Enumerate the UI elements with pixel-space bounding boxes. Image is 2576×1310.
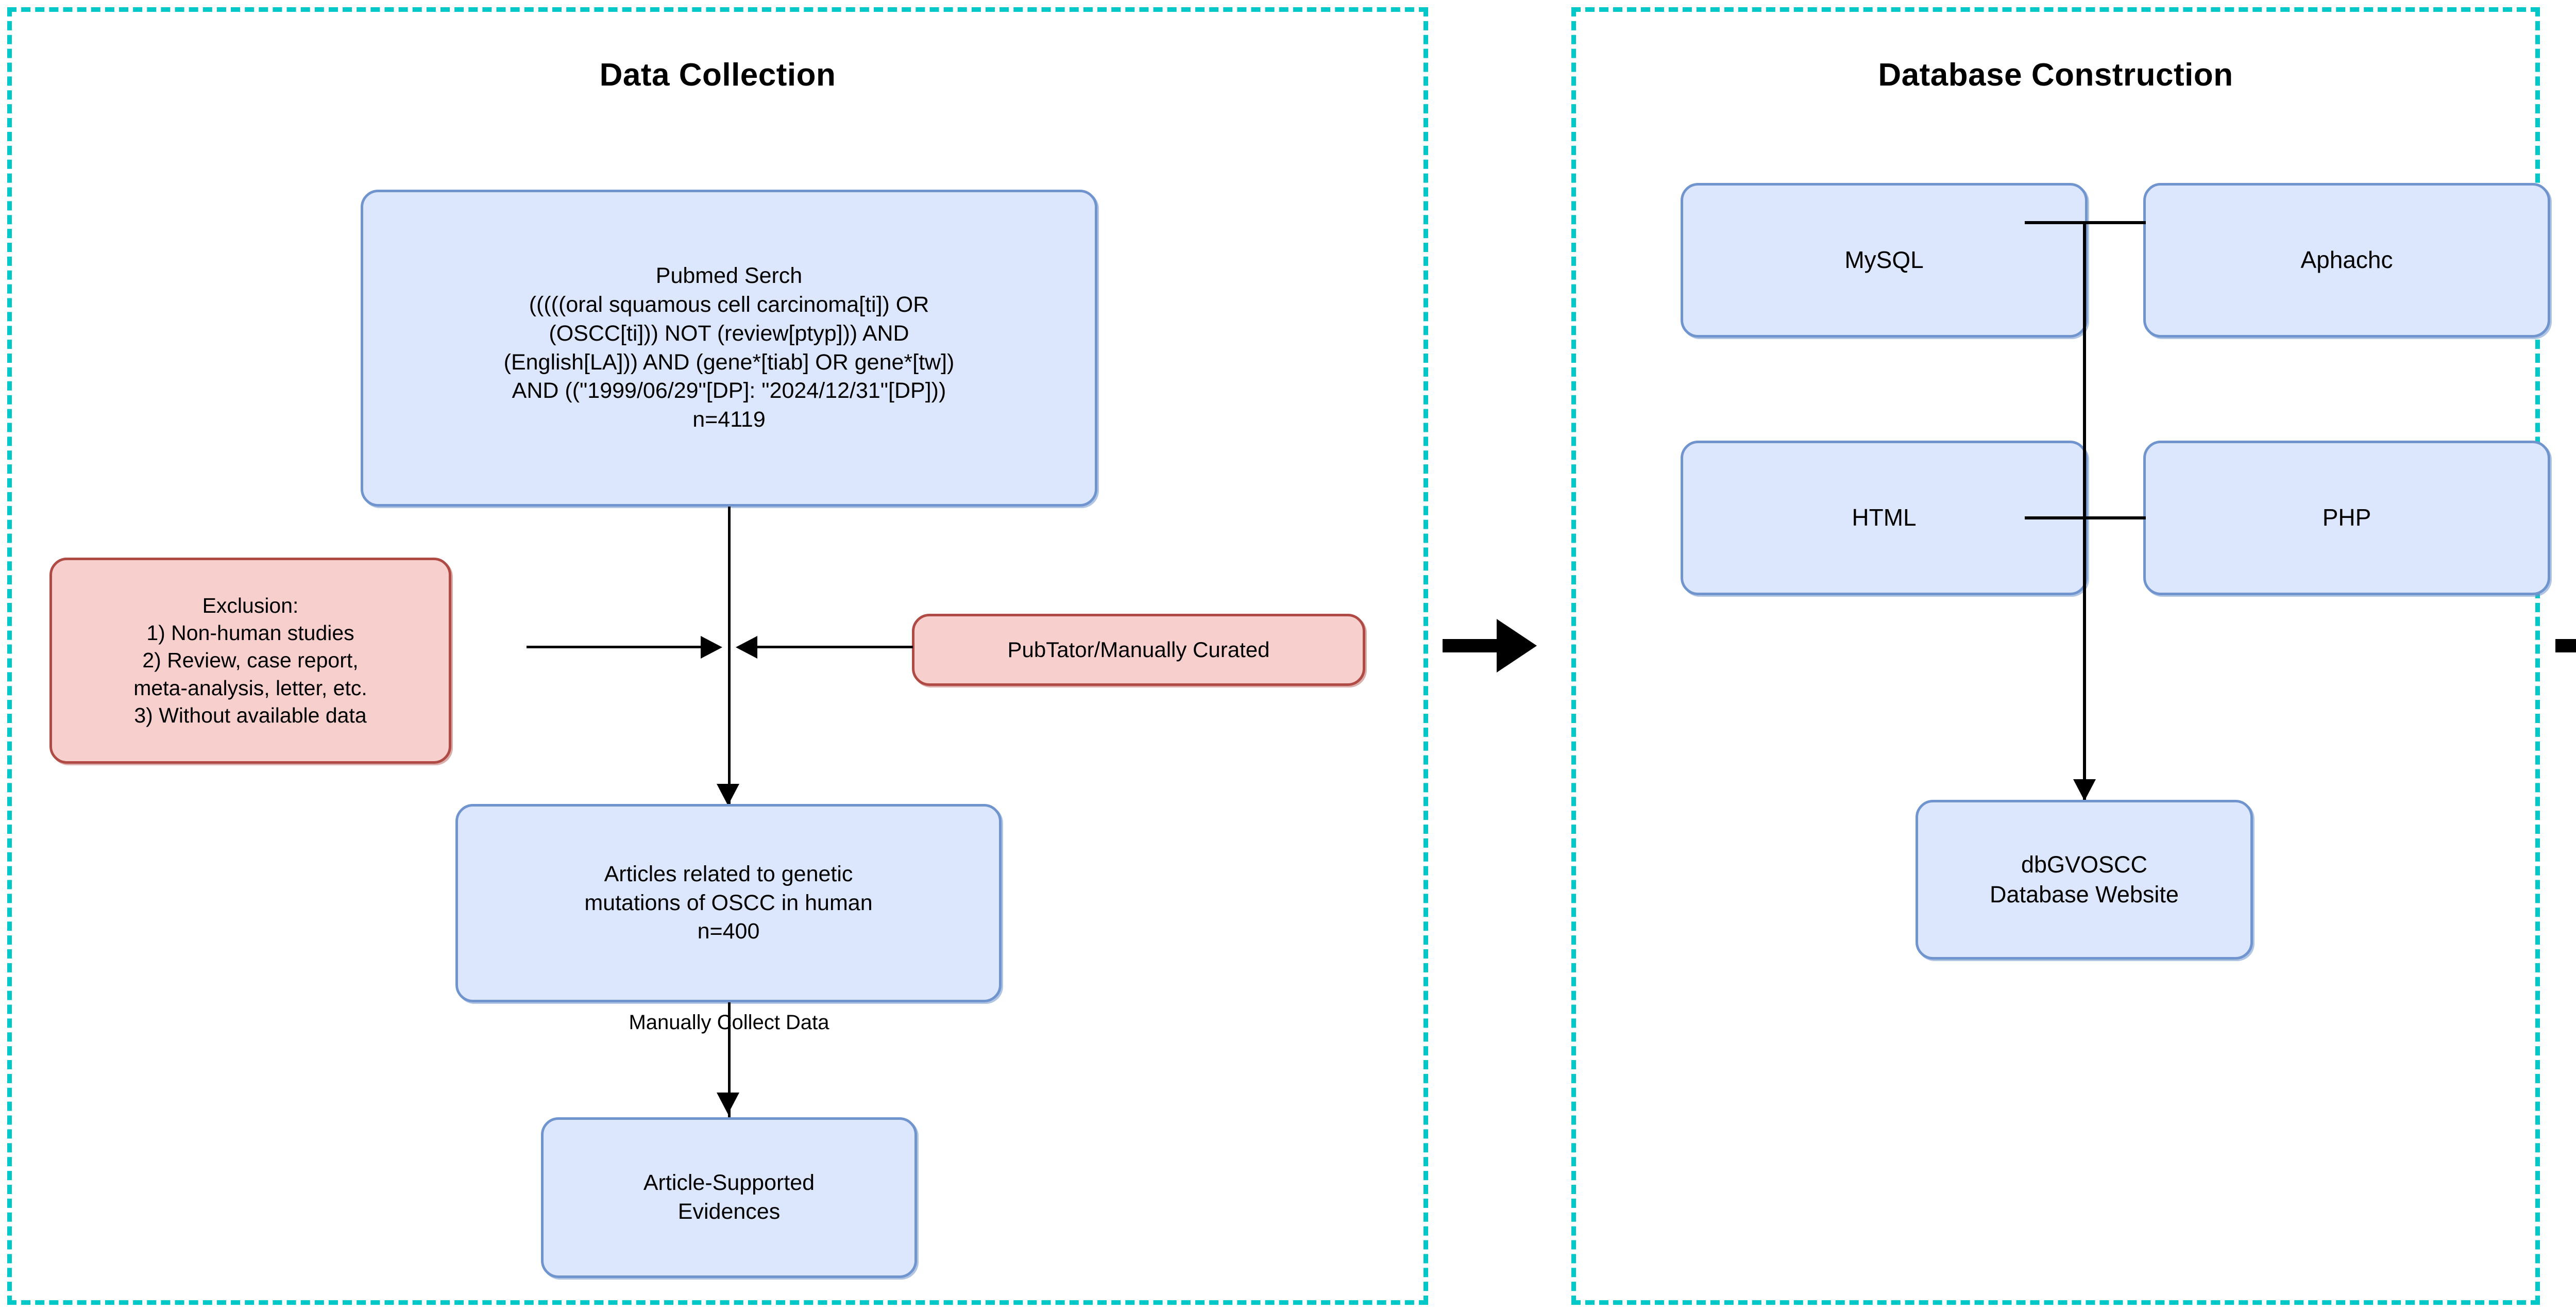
edge-label-manually-collect: Manually Collect Data <box>629 1011 829 1034</box>
node-article-supported-evidences-text: Article-Supported Evidences <box>643 1170 815 1224</box>
flow-arrow-1-head <box>1497 619 1537 673</box>
node-php: PHP <box>2143 441 2550 595</box>
node-pubmed-search: Pubmed Serch (((((oral squamous cell car… <box>361 190 1097 507</box>
node-php-text: PHP <box>2322 504 2371 531</box>
panel-data-collection-title: Data Collection <box>599 57 836 93</box>
node-pubtator-text: PubTator/Manually Curated <box>1007 637 1270 662</box>
panel-database-construction <box>1571 7 2540 1305</box>
node-article-supported-evidences: Article-Supported Evidences <box>541 1117 917 1278</box>
node-pubmed-search-text: Pubmed Serch (((((oral squamous cell car… <box>503 263 955 432</box>
arrowhead-junction-from-left <box>701 636 722 659</box>
node-articles-related-text: Articles related to genetic mutations of… <box>584 861 873 944</box>
node-exclusion-text: Exclusion: 1) Non-human studies 2) Revie… <box>133 593 367 727</box>
node-apache-text: Aphachc <box>2300 246 2393 274</box>
arrowhead-evidences-in <box>717 1093 739 1114</box>
arrowhead-dbgvoscc-in <box>2073 779 2096 801</box>
connector-html-tie-left <box>2025 516 2086 519</box>
connector-articles-to-evidences <box>728 1002 731 1118</box>
node-mysql-text: MySQL <box>1844 246 1924 274</box>
panel-data-collection <box>7 7 1428 1305</box>
connector-mysql-tie-left <box>2025 221 2086 224</box>
node-dbgvoscc: dbGVOSCC Database Website <box>1916 800 2253 960</box>
node-html-text: HTML <box>1852 504 1917 531</box>
node-pubtator: PubTator/Manually Curated <box>912 614 1365 686</box>
node-articles-related: Articles related to genetic mutations of… <box>455 804 1002 1002</box>
connector-pubmed-to-articles <box>728 507 731 805</box>
node-dbgvoscc-text: dbGVOSCC Database Website <box>1990 851 2179 908</box>
connector-html-php-tie <box>2085 516 2146 519</box>
arrowhead-junction-from-right <box>736 636 757 659</box>
flow-arrow-2-shaft <box>2555 639 2576 652</box>
node-mysql: MySQL <box>1681 183 2088 338</box>
connector-stack-spine <box>2083 223 2086 802</box>
connector-exclusion-to-junction <box>527 646 702 648</box>
connector-pubtator-to-junction <box>757 646 913 648</box>
arrowhead-articles-in <box>717 784 739 805</box>
node-exclusion: Exclusion: 1) Non-human studies 2) Revie… <box>49 558 451 764</box>
node-html: HTML <box>1681 441 2088 595</box>
node-apache: Aphachc <box>2143 183 2550 338</box>
connector-mysql-apache-tie <box>2085 221 2146 224</box>
panel-database-construction-title: Database Construction <box>1878 57 2233 93</box>
